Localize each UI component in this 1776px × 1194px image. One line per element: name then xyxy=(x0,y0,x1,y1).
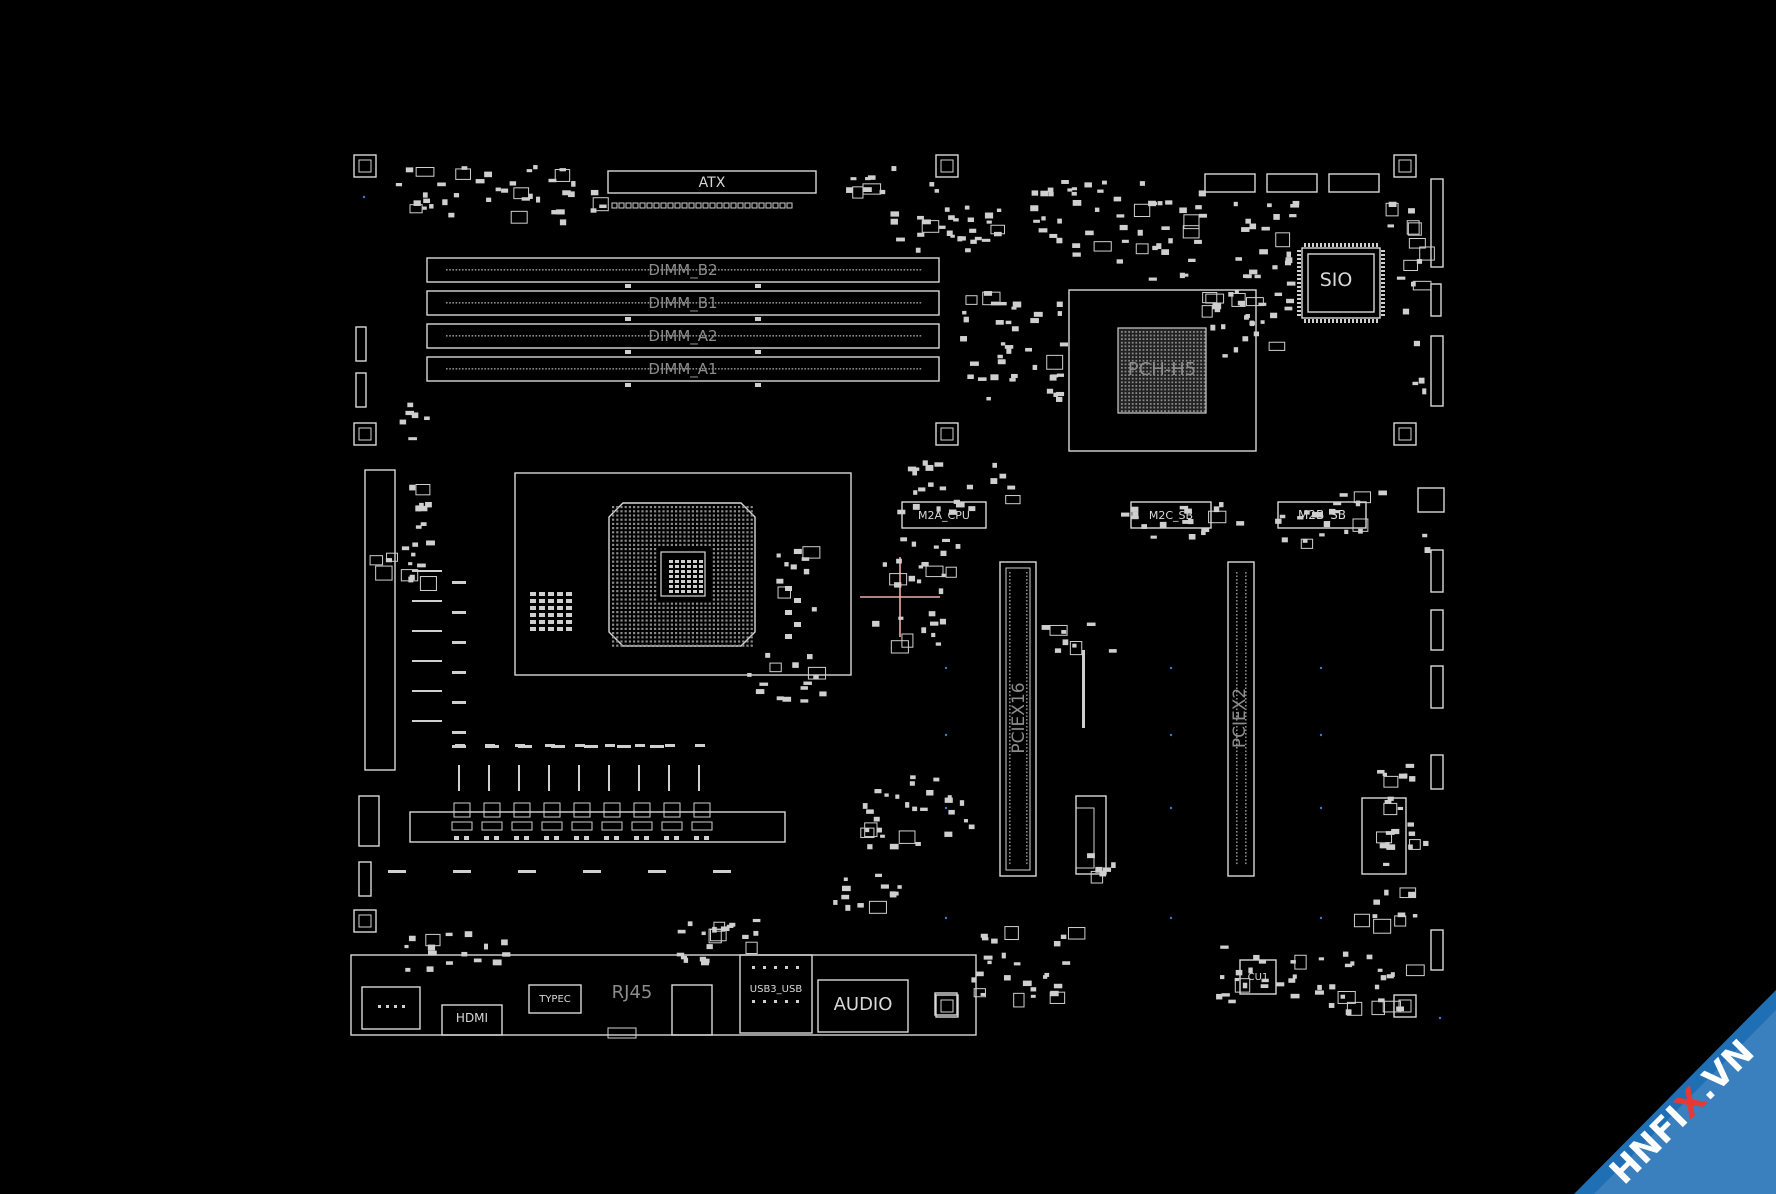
dimm-b2-label: DIMM_B2 xyxy=(648,261,717,280)
atx-label: ATX xyxy=(699,175,726,191)
mounting-holes xyxy=(353,154,1417,1018)
vrm-block xyxy=(388,744,786,873)
dimm-a1-label: DIMM_A1 xyxy=(648,360,717,379)
left-edge-components xyxy=(355,326,396,897)
fan-headers xyxy=(1204,173,1380,193)
sio-label: SIO xyxy=(1320,269,1353,291)
dimm-a2-label: DIMM_A2 xyxy=(648,327,717,346)
crosshair-cursor[interactable] xyxy=(860,557,940,637)
typec-label: TYPEC xyxy=(538,994,571,1005)
hdmi-label: HDMI xyxy=(456,1011,488,1025)
passive-components xyxy=(362,165,1442,1020)
dimm-slots: DIMM_B2 DIMM_B1 DIMM_A2 DIMM_A1 xyxy=(426,257,940,387)
audio-label: AUDIO xyxy=(834,994,893,1015)
m2c-label: M2C_SB xyxy=(1149,509,1193,522)
pcie-slots: PCIEX16 PCIEX2 xyxy=(999,561,1255,877)
pcie2-label: PCIEX2 xyxy=(1230,688,1250,748)
cpu-socket xyxy=(514,472,852,676)
pch-chip: PCH-H5 xyxy=(1068,289,1257,452)
pch-label: PCH-H5 xyxy=(1128,359,1196,380)
usb-label: USB3_USB xyxy=(750,984,803,995)
pcie16-label: PCIEX16 xyxy=(1009,682,1029,753)
right-edge-headers xyxy=(1075,178,1445,971)
sio-chip: SIO xyxy=(1297,243,1385,323)
m2a-label: M2A_CPU xyxy=(918,509,970,522)
u1-label: CU1 xyxy=(1248,972,1269,983)
rear-io-panel: HDMI TYPEC RJ45 USB3_USB AUDIO xyxy=(350,954,977,1039)
rj45-label: RJ45 xyxy=(612,982,653,1003)
dimm-b1-label: DIMM_B1 xyxy=(648,294,717,313)
atx-connector: ATX xyxy=(607,170,817,209)
